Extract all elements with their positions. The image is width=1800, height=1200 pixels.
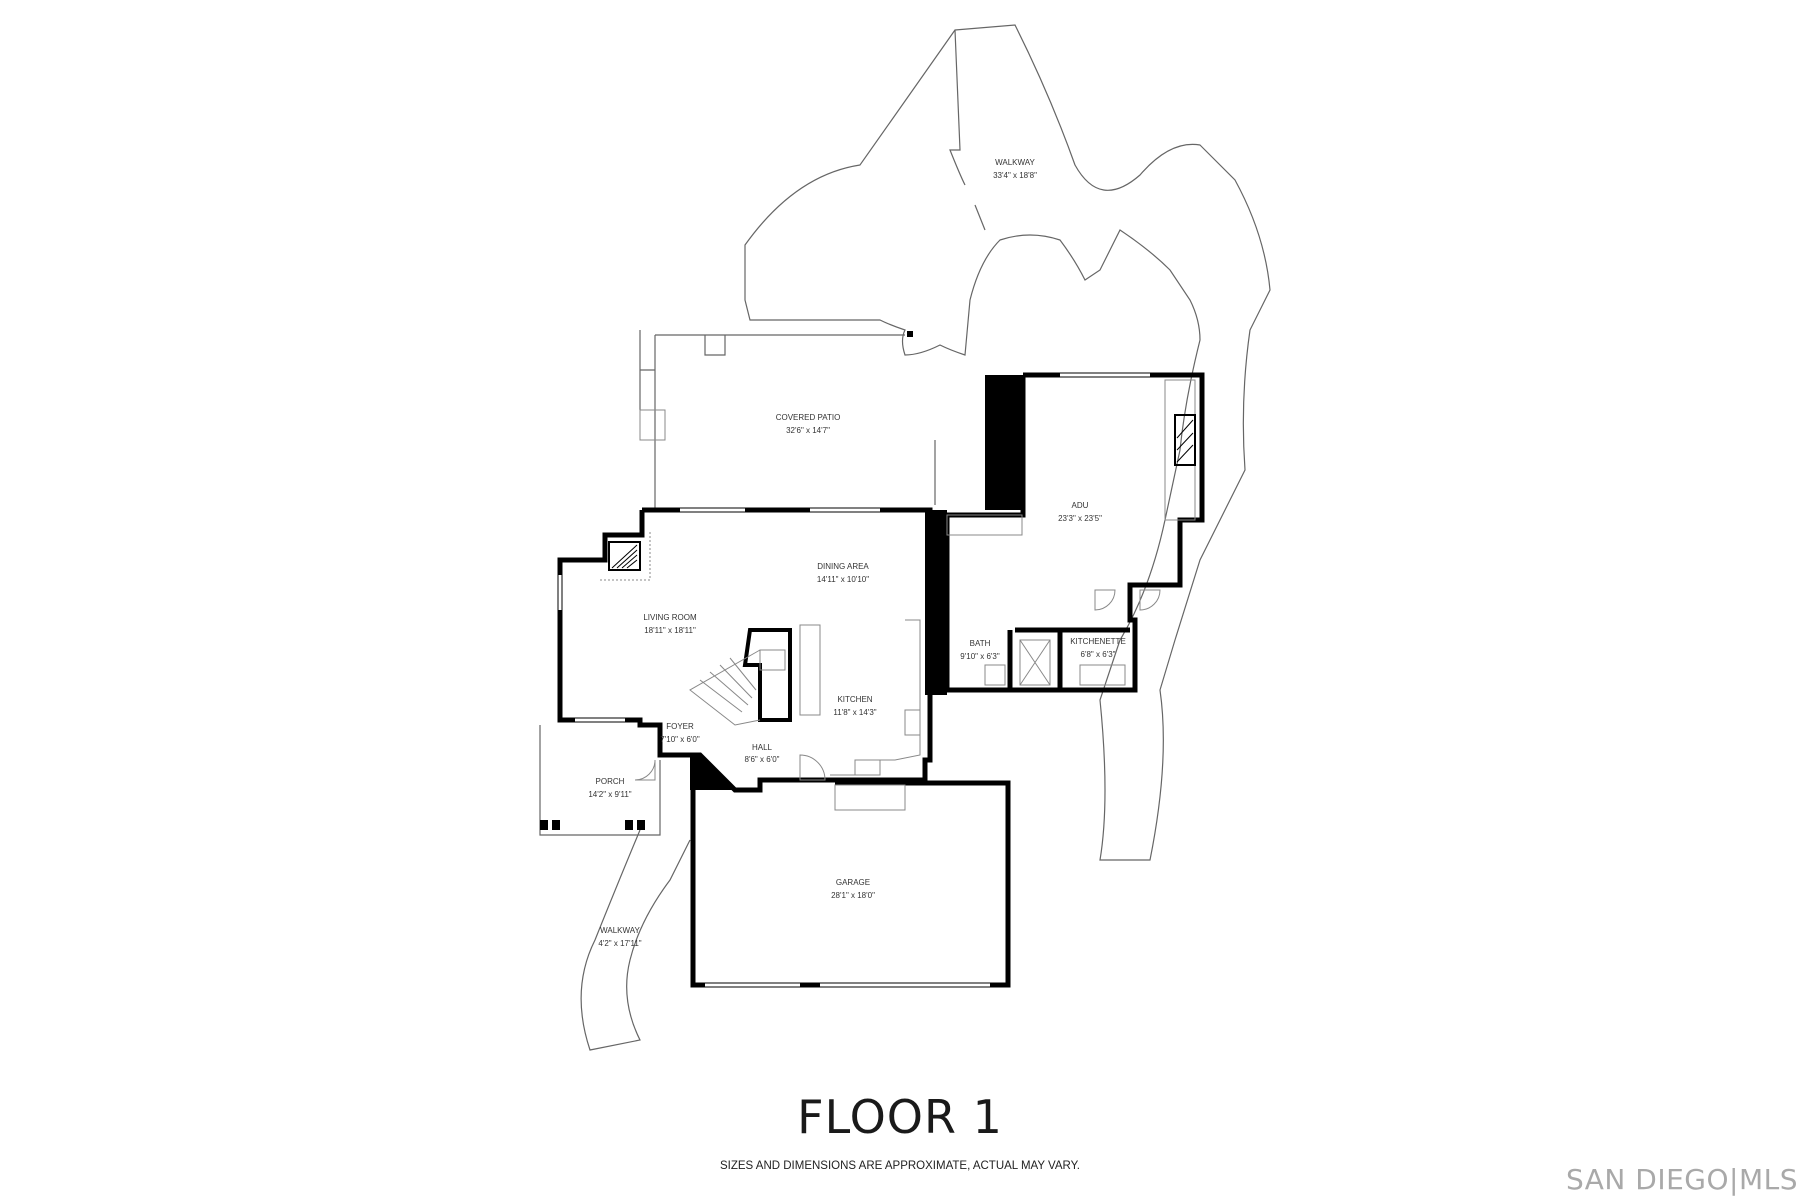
shower-drain — [1019, 639, 1051, 686]
room-label-living-room: LIVING ROOM 18'11" x 18'11" — [643, 613, 697, 635]
svg-text:14'11" x 10'10": 14'11" x 10'10" — [817, 575, 869, 584]
room-label-walkway-north: WALKWAY 33'4" x 18'8" — [993, 158, 1037, 180]
porch-post-2 — [552, 820, 560, 830]
room-label-kitchen: KITCHEN 11'8" x 14'3" — [833, 695, 876, 717]
svg-text:COVERED PATIO: COVERED PATIO — [776, 413, 841, 422]
patio-post — [907, 331, 913, 337]
stair-treads — [689, 649, 761, 726]
room-label-dining-area: DINING AREA 14'11" x 10'10" — [817, 562, 870, 584]
bath-vanity — [984, 664, 1006, 686]
svg-text:14'2" x 9'11": 14'2" x 9'11" — [588, 790, 631, 799]
porch-post-3 — [625, 820, 633, 830]
room-label-walkway-south: WALKWAY 4'2" x 17'11" — [598, 926, 641, 948]
room-label-bath: BATH 9'10" x 6'3" — [960, 639, 1000, 661]
hearth — [600, 530, 651, 581]
adu-fireplace — [1174, 414, 1196, 466]
svg-text:HALL: HALL — [752, 743, 773, 752]
kitchen-counter-island — [799, 624, 821, 716]
svg-text:GARAGE: GARAGE — [836, 878, 870, 887]
floor-title: FLOOR 1 — [797, 1090, 1003, 1144]
mls-watermark: SAN DIEGO|MLS — [1565, 1163, 1798, 1196]
walkway-north-edge — [949, 29, 966, 186]
svg-text:7'10" x 6'0": 7'10" x 6'0" — [660, 735, 700, 744]
fireplace — [608, 541, 641, 571]
svg-text:33'4" x 18'8": 33'4" x 18'8" — [993, 171, 1037, 180]
svg-text:BATH: BATH — [970, 639, 991, 648]
fireplace-hatch — [611, 544, 638, 569]
svg-text:DINING AREA: DINING AREA — [817, 562, 869, 571]
svg-text:6'8" x 6'3": 6'8" x 6'3" — [1081, 650, 1116, 659]
svg-text:28'1" x 18'0": 28'1" x 18'0" — [831, 891, 875, 900]
adu-chimney-mass — [985, 375, 1023, 510]
porch-outline — [539, 725, 661, 836]
range — [854, 759, 881, 776]
shower — [1019, 639, 1051, 686]
adu-door-swing — [1094, 589, 1116, 611]
svg-text:8'6" x 6'0": 8'6" x 6'0" — [745, 755, 780, 764]
svg-text:LIVING ROOM: LIVING ROOM — [643, 613, 697, 622]
svg-text:KITCHENETTE: KITCHENETTE — [1070, 637, 1126, 646]
patio-grill — [639, 409, 666, 441]
porch-post-4 — [637, 820, 645, 830]
stair-core — [742, 628, 792, 722]
room-label-porch: PORCH 14'2" x 9'11" — [588, 777, 631, 799]
foyer-wedge — [690, 755, 735, 790]
porch-post-1 — [540, 820, 548, 830]
adu-bath-walls — [1007, 627, 1130, 690]
svg-text:KITCHEN: KITCHEN — [837, 695, 872, 704]
disclaimer-text: SIZES AND DIMENSIONS ARE APPROXIMATE, AC… — [719, 1160, 1080, 1172]
adu-fireplace-hatch — [1176, 419, 1194, 463]
svg-text:11'8" x 14'3": 11'8" x 14'3" — [833, 708, 876, 717]
svg-text:FOYER: FOYER — [666, 722, 694, 731]
svg-text:PORCH: PORCH — [596, 777, 625, 786]
room-label-kitchenette: KITCHENETTE 6'8" x 6'3" — [1070, 637, 1126, 659]
walkway-north-outline — [744, 24, 1271, 861]
svg-text:ADU: ADU — [1072, 501, 1089, 510]
covered-patio-outline — [639, 330, 936, 510]
adu-door-swing-2 — [1139, 589, 1161, 611]
hall-door-swing — [799, 754, 826, 781]
svg-text:WALKWAY: WALKWAY — [995, 158, 1035, 167]
adu-counter — [946, 514, 1023, 536]
main-house-walls — [557, 507, 933, 793]
front-door-swing — [634, 759, 656, 781]
svg-text:9'10" x 6'3": 9'10" x 6'3" — [960, 652, 1000, 661]
adu-party-wall — [925, 510, 947, 695]
walkway-north-post — [974, 204, 986, 231]
room-label-covered-patio: COVERED PATIO 32'6" x 14'7" — [776, 413, 841, 435]
svg-text:18'11" x 18'11": 18'11" x 18'11" — [644, 626, 696, 635]
stair-landing — [759, 649, 786, 671]
svg-text:23'3" x 23'5": 23'3" x 23'5" — [1058, 514, 1102, 523]
walkway-south-outline — [580, 829, 691, 1051]
svg-text:32'6" x 14'7": 32'6" x 14'7" — [786, 426, 830, 435]
room-label-foyer: FOYER 7'10" x 6'0" — [660, 722, 700, 744]
svg-text:WALKWAY: WALKWAY — [600, 926, 640, 935]
room-label-garage: GARAGE 28'1" x 18'0" — [831, 878, 875, 900]
room-label-hall: HALL 8'6" x 6'0" — [745, 743, 780, 764]
room-label-adu: ADU 23'3" x 23'5" — [1058, 501, 1102, 523]
garage-laundry — [834, 784, 906, 811]
svg-text:4'2" x 17'11": 4'2" x 17'11" — [598, 939, 641, 948]
kitchen-sink — [904, 709, 921, 736]
kitchenette-counter — [1079, 664, 1126, 686]
